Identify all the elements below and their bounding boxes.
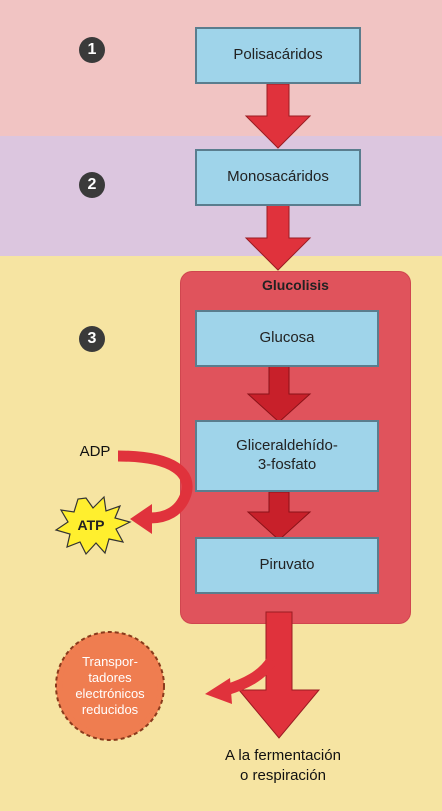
step-number-2: 2 (79, 172, 105, 198)
glyceraldehyde-box: Gliceraldehído- 3-fosfato (195, 420, 379, 492)
glycolysis-title: Glucolisis (262, 277, 329, 293)
adp-label: ADP (79, 443, 111, 460)
arrow-g3p-to-pyruvate (246, 491, 312, 541)
arrow-mono-to-glyco (244, 203, 312, 271)
polysaccharides-box: Polisacáridos (195, 27, 361, 84)
step-number-3: 3 (79, 326, 105, 352)
atp-label: ATP (77, 517, 105, 533)
monosaccharides-box: Monosacáridos (195, 149, 361, 206)
arrow-glucose-to-g3p (246, 365, 312, 423)
arrow-to-carriers (224, 656, 277, 696)
arrow-poly-to-mono (244, 83, 312, 149)
carriers-label: Transpor- tadores electrónicos reducidos (75, 653, 145, 718)
arrow-pyruvate-to-outcome (237, 611, 321, 739)
glucose-box: Glucosa (195, 310, 379, 367)
step-number-1: 1 (79, 37, 105, 63)
arrow-adp-to-atp (117, 450, 193, 524)
arrow-to-carriers-head (205, 678, 232, 704)
arrow-adp-to-atp-head (130, 504, 152, 534)
atp-star (54, 495, 132, 556)
outcome-label: A la fermentación o respiración (225, 747, 341, 784)
carrier-badge (55, 631, 165, 741)
pyruvate-box: Piruvato (195, 537, 379, 594)
